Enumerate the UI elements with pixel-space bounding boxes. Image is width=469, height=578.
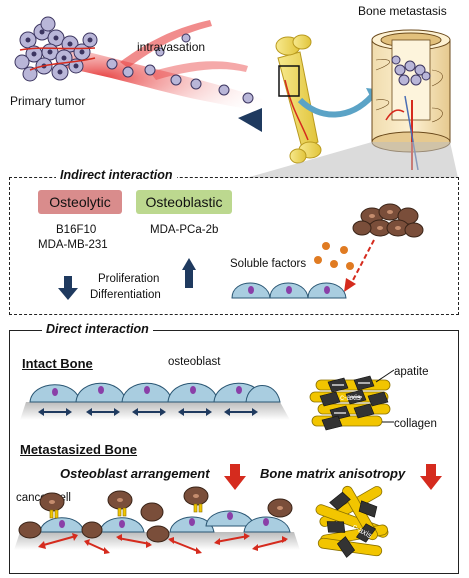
direct-illustration: c-axis — [14, 369, 442, 558]
cancer-cell-cluster — [352, 203, 424, 238]
apatite-label: apatite — [394, 366, 429, 378]
osteoblast-arrangement-label: Osteoblast arrangement — [60, 466, 210, 481]
decrease-arrow — [58, 276, 78, 300]
disordered-arrows — [39, 535, 287, 553]
direct-interaction-box — [9, 330, 459, 574]
intravasation-label: intravasation — [137, 40, 206, 54]
osteoblastic-tag: Osteoblastic — [136, 190, 232, 214]
projection-shading — [246, 142, 458, 178]
decrease-arrow-anisotropy — [420, 464, 442, 490]
primary-tumor-label: Primary tumor — [10, 94, 86, 108]
osteoblast-row-intact — [29, 382, 281, 403]
increase-arrow — [182, 258, 196, 288]
long-bone — [275, 34, 322, 164]
bone-metastasis-label: Bone metastasis — [358, 4, 447, 18]
indirect-illustration — [58, 203, 424, 300]
osteolytic-tag: Osteolytic — [38, 190, 122, 214]
osteolytic-line-2: MDA-MB-231 — [38, 239, 108, 251]
secretion-arrow — [351, 239, 375, 283]
c-axis-label-intact: c-axis — [340, 393, 361, 402]
soluble-factor-dots — [314, 242, 354, 270]
tumor-nuclei — [25, 29, 93, 75]
zoom-arrow — [297, 93, 375, 118]
indirect-interaction-box — [9, 177, 459, 315]
indirect-interaction-title: Indirect interaction — [56, 168, 177, 182]
apatite-pointer — [375, 369, 395, 383]
zoom-box — [278, 65, 300, 97]
adhesion-links — [49, 503, 203, 519]
osteoblastic-line-1: MDA-PCa-2b — [150, 224, 219, 236]
bone-marker-triangle — [238, 108, 262, 132]
collagen-label: collagen — [394, 418, 437, 430]
decrease-arrow-arrangement — [224, 464, 246, 490]
proliferation-label: Proliferation — [98, 273, 160, 285]
aligned-collagen-apatite: c-axis — [309, 375, 391, 431]
tumor-vessels — [19, 47, 96, 71]
soluble-factors-label: Soluble factors — [230, 258, 307, 270]
intact-bone-label: Intact Bone — [22, 356, 93, 371]
differentiation-label: Differentiation — [90, 289, 161, 301]
circulating-cells — [106, 33, 254, 104]
disordered-collagen-apatite: c-axis — [315, 485, 389, 558]
bone-matrix-anisotropy-label: Bone matrix anisotropy — [260, 466, 406, 481]
osteolytic-line-1: B16F10 — [56, 224, 97, 236]
direct-interaction-title: Direct interaction — [42, 322, 153, 336]
osteoblast-label: osteoblast — [168, 356, 221, 368]
metastasized-bone-label: Metastasized Bone — [20, 442, 138, 457]
